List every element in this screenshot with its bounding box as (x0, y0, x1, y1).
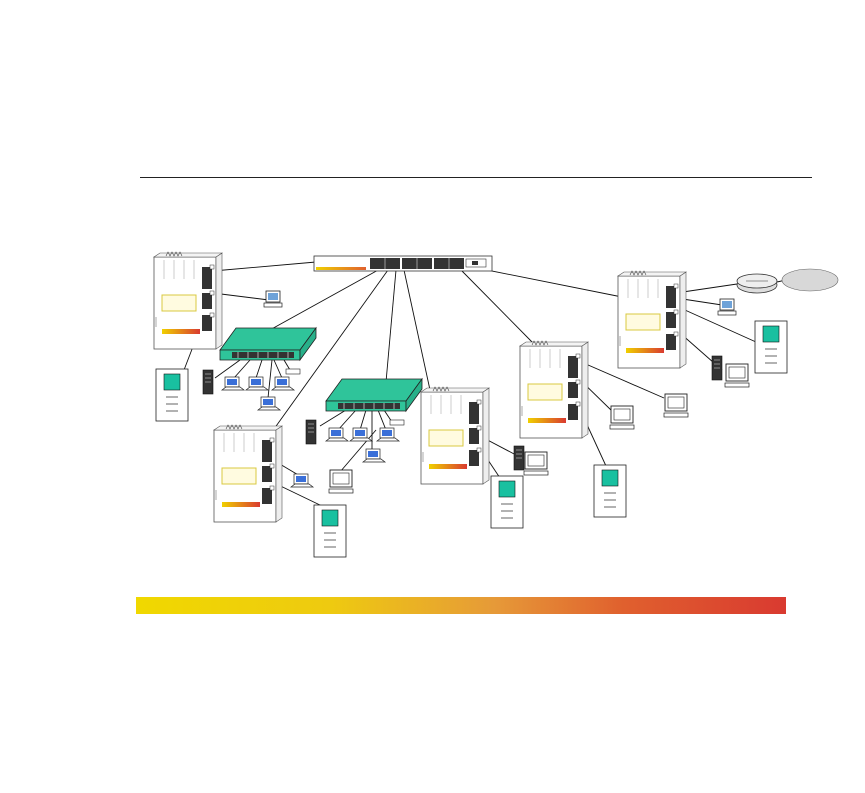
chassis-switch (520, 341, 588, 438)
wan-cloud (782, 269, 838, 291)
tower-server (514, 446, 524, 470)
laptop (258, 397, 280, 410)
workstation-monitor (664, 394, 688, 417)
chassis-switch (214, 425, 282, 522)
laptop (350, 428, 372, 441)
tower-server (203, 370, 213, 394)
print-server-panel (156, 369, 188, 421)
chassis-switch (154, 252, 222, 349)
laptop (272, 377, 294, 390)
chassis-switch (421, 387, 489, 484)
workgroup-hub (326, 379, 422, 411)
desktop-pc (718, 299, 736, 315)
workgroup-hub (220, 328, 316, 360)
print-server-panel (755, 321, 787, 373)
print-server-panel (314, 505, 346, 557)
desktop-pc (264, 291, 282, 307)
tower-server (306, 420, 316, 444)
workstation-monitor (524, 452, 548, 475)
workstation-monitor (329, 470, 353, 493)
print-server-panel (594, 465, 626, 517)
laptop (363, 449, 385, 462)
router (737, 274, 777, 293)
laptop (291, 474, 313, 487)
print-server-panel (491, 476, 523, 528)
tower-server (712, 356, 722, 380)
chassis-switch (618, 271, 686, 368)
workstation-monitor (610, 406, 634, 429)
laptop (246, 377, 268, 390)
laptop (326, 428, 348, 441)
laptop (377, 428, 399, 441)
laptop (222, 377, 244, 390)
workstation-monitor (725, 364, 749, 387)
backbone-switch (314, 256, 492, 271)
